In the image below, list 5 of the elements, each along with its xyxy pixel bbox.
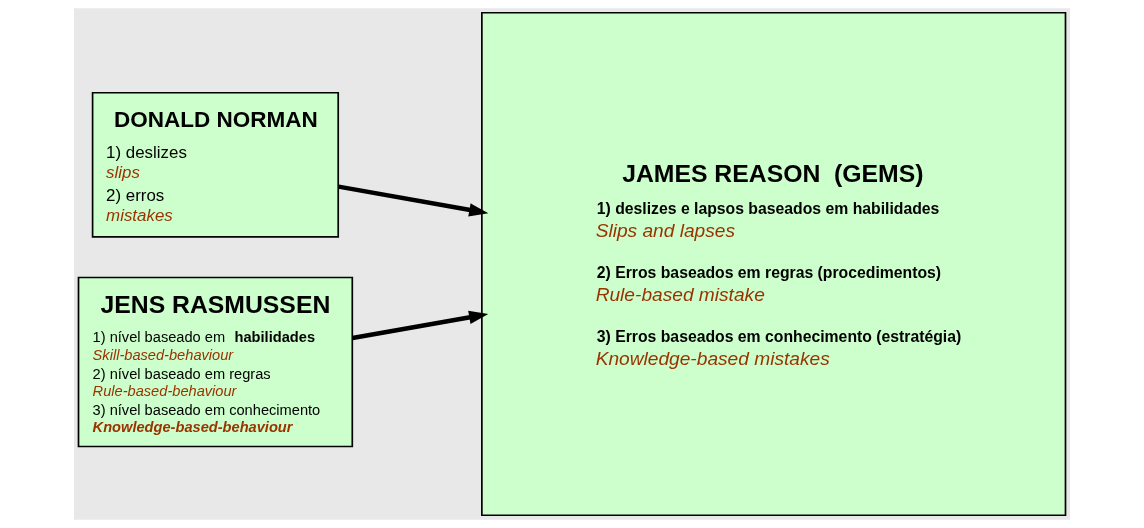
node-box: DONALD NORMAN 1) deslizes slips 2) erros mistakes — [91, 91, 340, 238]
arrow — [352, 310, 489, 341]
node-box: JAMES REASON (GEMS) 1) deslizes e lapsos baseados em habilidades Slips and lapses 2) Erros baseados em regras (procedimentos) Rule-based mistake 3) Erros baseados em conhecimento (estratégia) Knowledge-based mistakes — [481, 11, 1067, 517]
arrow — [338, 184, 489, 217]
node-box: JENS RASMUSSEN 1) nível baseado em habilidades Skill-based-behaviour 2) nível baseado em regras Rule-based-behaviour 3) nível baseado em conhecimento Knowledge-based-behaviour — [77, 276, 354, 448]
